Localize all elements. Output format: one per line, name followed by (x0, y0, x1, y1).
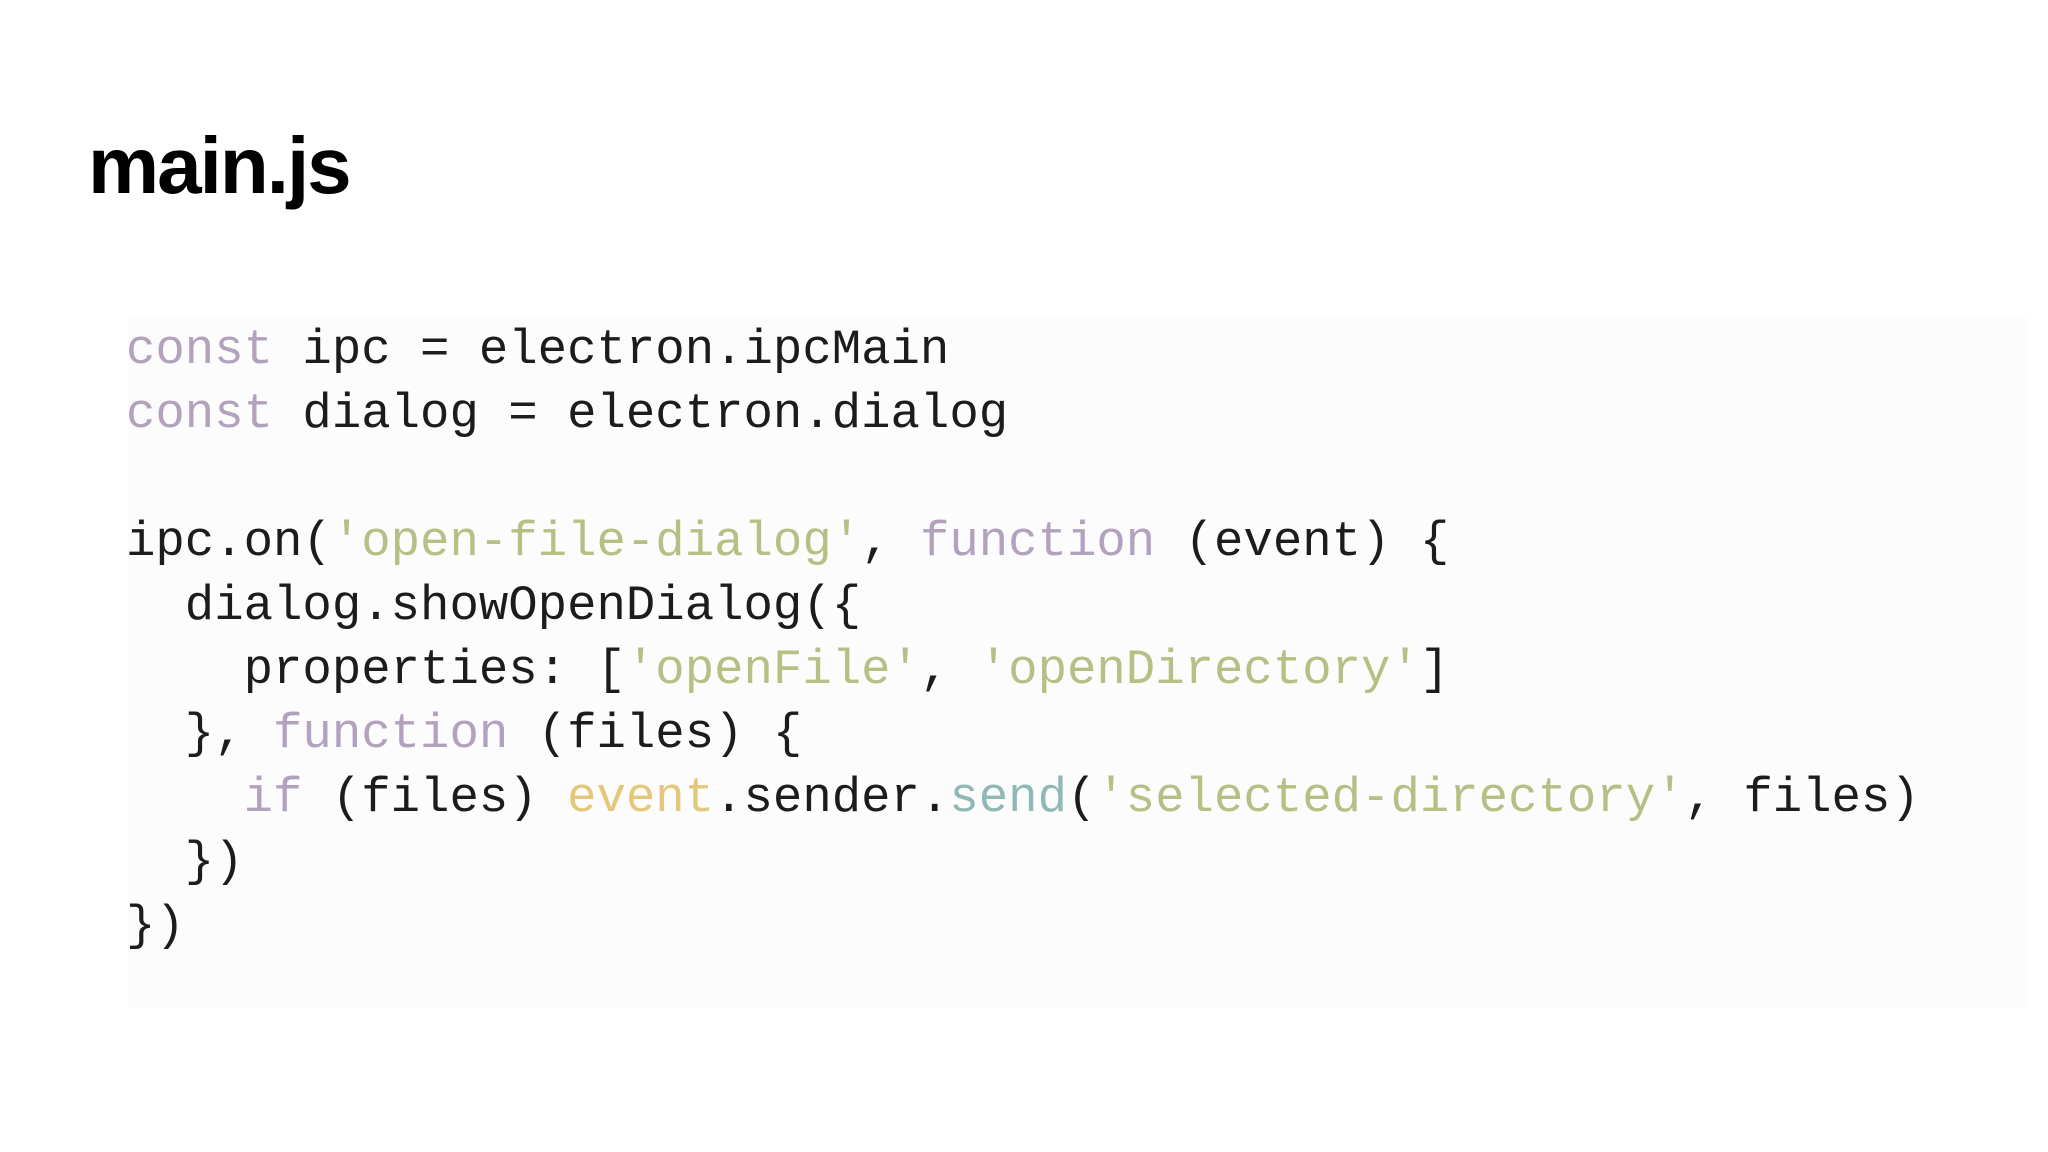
code-line: }, function (files) { (126, 702, 1920, 766)
code-text: ] (1419, 642, 1450, 698)
code-keyword: const (126, 322, 274, 378)
code-string: 'selected-directory' (1096, 770, 1685, 826)
code-text: , (919, 642, 979, 698)
code-line: dialog.showOpenDialog({ (126, 574, 1920, 638)
code-text: (event) { (1155, 514, 1450, 570)
code-text: .sender. (714, 770, 950, 826)
code-text: ipc.on( (126, 514, 332, 570)
code-text: dialog.showOpenDialog({ (126, 578, 862, 634)
code-line: }) (126, 830, 1920, 894)
code-text: }) (126, 834, 244, 890)
code-string: 'openFile' (625, 642, 920, 698)
code-text (126, 770, 244, 826)
code-line: }) (126, 894, 1920, 958)
code-line (126, 446, 1920, 510)
code-text: ( (1067, 770, 1097, 826)
code-keyword: function (273, 706, 509, 762)
code-text: dialog = electron.dialog (273, 386, 1009, 442)
code-text: }) (126, 898, 185, 954)
code-text: , (861, 514, 920, 570)
code-line: ipc.on('open-file-dialog', function (eve… (126, 510, 1920, 574)
code-event-variable: event (567, 770, 715, 826)
code-line: properties: ['openFile', 'openDirectory'… (126, 638, 1920, 702)
code-keyword: function (919, 514, 1156, 570)
code-line: const dialog = electron.dialog (126, 382, 1920, 446)
slide-title: main.js (88, 121, 352, 210)
code-panel-background (128, 318, 2028, 1008)
code-text: (files) (302, 770, 568, 826)
code-text: (files) { (508, 706, 803, 762)
code-method-call: send (949, 770, 1067, 826)
code-keyword: if (243, 770, 303, 826)
code-text: }, (126, 706, 274, 762)
code-string: 'open-file-dialog' (331, 514, 862, 570)
code-line: const ipc = electron.ipcMain (126, 318, 1920, 382)
code-line: if (files) event.sender.send('selected-d… (126, 766, 1920, 830)
code-string: 'openDirectory' (978, 642, 1420, 698)
code-text: properties: [ (126, 642, 626, 698)
code-keyword: const (126, 386, 274, 442)
code-text: ipc = electron.ipcMain (273, 322, 950, 378)
code-text: , files) (1684, 770, 1920, 826)
